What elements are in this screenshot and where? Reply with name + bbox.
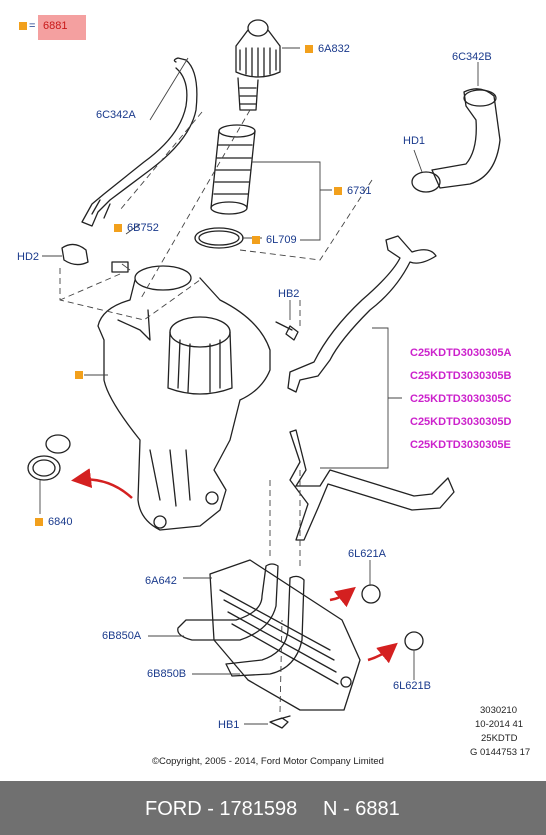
filter-element-drawing [210,124,256,215]
marker-6a832 [305,45,313,53]
o-ring-6l621b-drawing [404,631,424,651]
seal-6840-drawing [45,434,71,454]
marker-6b752 [114,224,122,232]
label-6c342a: 6C342A [96,109,136,121]
filler-cap-drawing [235,19,281,111]
marker-6840 [35,518,43,526]
diagram-ref-4: G 0144753 17 [470,747,531,758]
parts-list-item: C25KDTD3030305C [410,393,512,405]
o-ring-6l621a-drawing [361,584,381,604]
label-6b752: 6B752 [127,222,159,234]
footer-diagram-number: N - 6881 [323,798,400,820]
marker-6l709 [252,236,260,244]
label-hd2: HD2 [17,251,40,263]
hose-6c342a-drawing [81,57,198,227]
parts-list-item: C25KDTD3030305D [410,416,512,428]
marker-housing [75,371,83,379]
label-6b850a: 6B850A [102,630,142,642]
label-6840: 6840 [48,516,73,528]
label-6a832: 6A832 [318,43,350,55]
parts-list-item: C25KDTD3030305E [410,439,511,451]
footer-bar: FORD - 1781598 N - 6881 [0,781,546,835]
label-6731: 6731 [347,185,372,197]
copyright-text: ©Copyright, 2005 - 2014, Ford Motor Comp… [152,756,384,767]
label-6l621a: 6L621A [348,548,386,560]
oil-filter-housing-drawing [97,265,271,531]
label-6a642: 6A642 [145,575,177,587]
diagram-ref-3: 25KDTD [481,733,518,744]
arrow-seal [71,468,133,499]
label-6c342b: 6C342B [452,51,492,63]
arrow-o-ring-a [329,586,356,608]
arrow-o-ring-b [367,642,398,664]
diagram-ref-1: 3030210 [480,705,517,716]
label-hd1: HD1 [403,135,426,147]
label-6b850b: 6B850B [147,668,187,680]
parts-list-item: C25KDTD3030305B [410,370,512,382]
label-hb2: HB2 [278,288,300,300]
label-6l621b: 6L621B [393,680,431,692]
legend-highlight [38,15,86,40]
label-6l709: 6L709 [266,234,297,246]
diagram-ref-2: 10-2014 41 [475,719,524,730]
marker-6731 [334,187,342,195]
legend-code: 6881 [43,20,68,32]
parts-list-item: C25KDTD3030305A [410,347,512,359]
exploded-parts-diagram [27,19,501,729]
legend-equals: = [29,20,36,32]
footer-part-number: FORD - 1781598 [145,798,298,820]
coolant-pipe-drawing [287,235,437,393]
oil-cooler-drawing [177,559,361,711]
label-hb1: HB1 [218,719,240,731]
legend-marker [19,22,27,30]
